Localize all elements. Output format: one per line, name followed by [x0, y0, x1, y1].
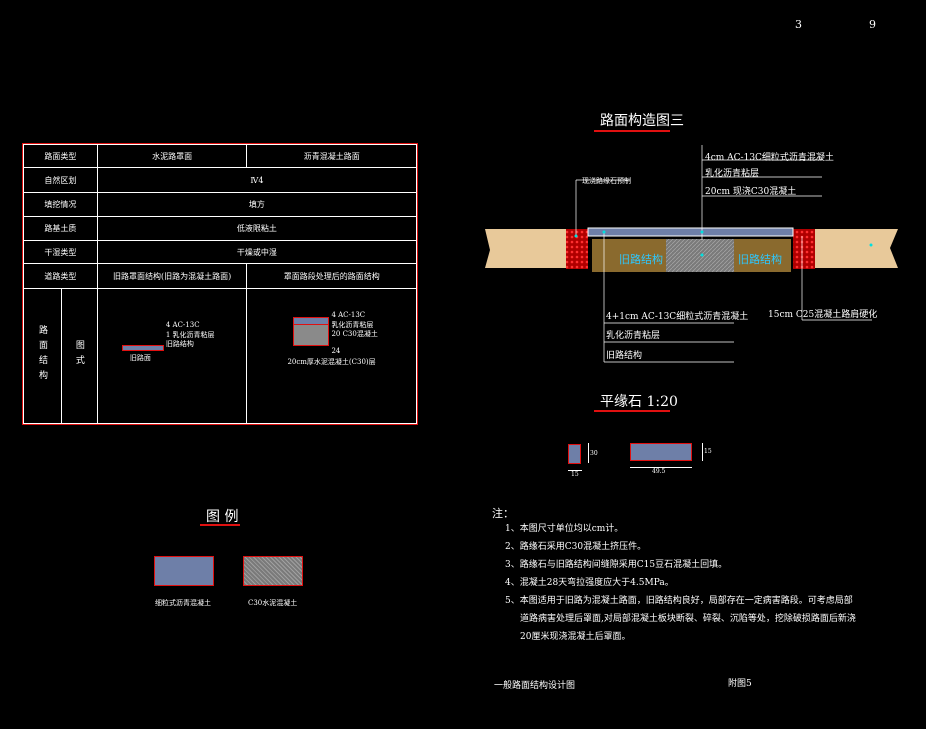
curb-large-drawing	[630, 443, 692, 461]
cell-value: 低液限粘土	[96, 216, 418, 242]
layer-label: 1 乳化沥青粘层	[165, 331, 215, 340]
struct-label: 路面结构	[36, 325, 47, 386]
legend-title: 图 例	[206, 509, 239, 525]
row-label: 路基土质	[23, 216, 98, 242]
layer-label: 乳化沥青粘层	[331, 321, 374, 330]
asphalt-top-layer	[587, 227, 794, 237]
note-item: 1、本图尺寸单位均以cm计。	[505, 524, 624, 534]
curb-right	[793, 229, 815, 269]
bottom-layer-label: 4+1cm AC-13C细粒式沥青混凝土	[606, 312, 749, 322]
note-item: 20厘米现浇混凝土后罩面。	[520, 632, 631, 642]
diagram-label: 图式	[73, 340, 84, 371]
legend-underline	[200, 524, 240, 526]
table-row: 路面结构 图式 4 AC-13C 1 乳化沥青粘层 旧路结构 旧路面 4 AC-…	[23, 288, 417, 424]
curb-small-drawing	[568, 444, 581, 464]
note-item: 4、混凝土28天弯拉强度应大于4.5MPa。	[505, 578, 674, 588]
curb-label: 现浇路缘石预制	[582, 177, 631, 185]
layer-label: 旧路结构	[165, 340, 194, 349]
row-label: 道路类型	[23, 263, 98, 290]
bottom-layer-label: 旧路结构	[606, 351, 643, 361]
cell-value: 罩面路段处理后的路面结构	[246, 263, 417, 290]
soil-right	[813, 229, 898, 268]
top-layer-label: 20cm 现浇C30混凝土	[705, 187, 797, 197]
table-row: 路面类型 水泥路罩面 沥青混凝土路面	[23, 143, 417, 169]
cell-value: 水泥路罩面	[96, 143, 248, 169]
dim-line	[702, 443, 703, 461]
layer-label: 4 AC-13C	[331, 311, 366, 320]
new-road-diagram-cell: 4 AC-13C 乳化沥青粘层 20 C30混凝土 24 20cm厚水泥混凝土(…	[246, 288, 417, 424]
table-row: 道路类型 旧路罩面结构(旧路为混凝土路面) 罩面路段处理后的路面结构	[23, 263, 417, 290]
dim-small-width: 15	[571, 471, 579, 478]
note-item: 5、本图适用于旧路为混凝土路面，旧路结构良好，局部存在一定病害路段。可考虑局部	[505, 596, 853, 606]
curb-title: 平缘石 1:20	[600, 394, 678, 410]
legend-swatch-asphalt	[154, 556, 214, 586]
cell-value: 旧路罩面结构(旧路为混凝土路面)	[96, 263, 248, 290]
curb-left	[566, 229, 588, 269]
bottom-layer-label: 乳化沥青粘层	[606, 331, 661, 341]
row-label: 路面类型	[23, 143, 98, 169]
drawing-title: 一般路面结构设计图	[494, 681, 576, 691]
pavement-spec-table: 路面类型 水泥路罩面 沥青混凝土路面 自然区划 Ⅳ4 填挖情况 填方 路基土质 …	[22, 143, 418, 425]
table-row: 填挖情况 填方	[23, 192, 418, 218]
legend-label: C30水泥混凝土	[248, 599, 298, 607]
dim-line	[588, 443, 589, 463]
note-item: 道路病害处理后罩面,对局部混凝土板块断裂、碎裂、沉陷等处，挖除破损路面后新浇	[520, 614, 856, 624]
struct-label-cell: 路面结构	[23, 288, 62, 424]
page-number-right: 9	[869, 18, 876, 31]
row-label: 自然区划	[23, 167, 98, 194]
dim-small-height: 30	[590, 450, 598, 457]
legend-label: 细粒式沥青混凝土	[155, 599, 211, 607]
dim-large-height: 15	[704, 448, 712, 455]
curb-title-underline	[594, 410, 670, 412]
shoulder-label: 15cm C25混凝土路肩硬化	[768, 310, 878, 320]
top-layer-label: 乳化沥青粘层	[705, 169, 760, 179]
cell-value: 填方	[96, 192, 418, 218]
row-label: 填挖情况	[23, 192, 98, 218]
notes-heading: 注：	[492, 507, 514, 520]
note-item: 3、路缘石与旧路结构间缝隙采用C15豆石混凝土回填。	[505, 560, 728, 570]
old-structure-right	[734, 239, 791, 272]
concrete-layer-swatch	[293, 324, 330, 347]
note-item: 2、路缘石采用C30混凝土挤压件。	[505, 542, 647, 552]
layer-label: 4 AC-13C	[165, 321, 200, 330]
top-layer-label: 4cm AC-13C细粒式沥青混凝土	[705, 153, 834, 163]
table-row: 路基土质 低液限粘土	[23, 216, 418, 242]
cell-value: 沥青混凝土路面	[246, 143, 417, 169]
legend-swatch-concrete	[243, 556, 303, 586]
soil-left	[485, 229, 571, 268]
old-structure-right-label: 旧路结构	[738, 253, 782, 266]
row-label: 干湿类型	[23, 240, 98, 265]
page-number-left: 3	[795, 18, 802, 31]
dim-large-width: 49.5	[652, 468, 666, 475]
layer-label: 20 C30混凝土	[331, 330, 378, 339]
figure-number: 附图5	[728, 679, 752, 689]
diagram-caption: 旧路面	[129, 354, 151, 363]
title-underline	[594, 130, 670, 132]
layer-label: 24	[331, 347, 341, 356]
table-row: 干湿类型 干燥或中湿	[23, 240, 418, 265]
new-concrete-fill	[666, 239, 734, 272]
old-structure-left-label: 旧路结构	[619, 253, 663, 266]
section-title: 路面构造图三	[600, 113, 684, 129]
diagram-label-cell: 图式	[60, 288, 98, 424]
dim-line	[630, 467, 692, 468]
pavement-cross-section	[485, 145, 898, 363]
cell-value: 干燥或中湿	[96, 240, 418, 265]
diagram-caption: 20cm厚水泥混凝土(C30)层	[287, 358, 376, 367]
cell-value: Ⅳ4	[96, 167, 418, 194]
table-row: 自然区划 Ⅳ4	[23, 167, 418, 194]
asphalt-layer-swatch	[121, 345, 164, 352]
old-road-diagram-cell: 4 AC-13C 1 乳化沥青粘层 旧路结构 旧路面	[96, 288, 248, 424]
dim-line	[568, 470, 582, 471]
